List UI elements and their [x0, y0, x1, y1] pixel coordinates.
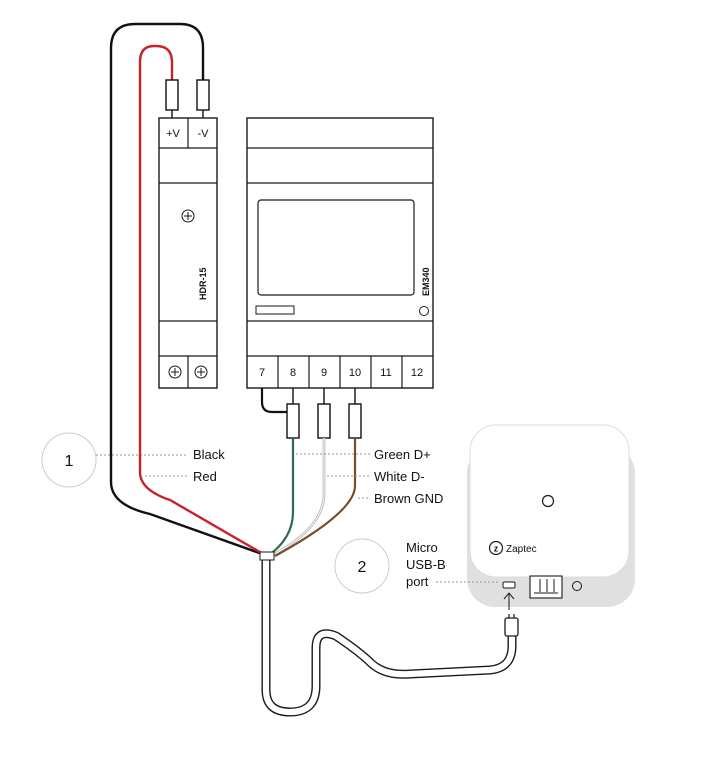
label-green-d-plus: Green D+	[374, 447, 431, 462]
zaptec-device: z Zaptec	[467, 424, 635, 607]
meter-display	[257, 199, 415, 296]
power-supply-hdr15: +V -V HDR-15	[158, 117, 218, 389]
callout-2-number: 2	[358, 559, 367, 576]
meter-indicator-led	[419, 306, 429, 316]
usb-plug-icon	[504, 614, 519, 637]
zaptec-logo-icon: z	[488, 540, 504, 556]
meter-slot	[255, 305, 295, 315]
jumper-wire	[260, 388, 296, 414]
meter-wires: Green D+ White D- Brown GND	[260, 388, 443, 558]
callout-2-circle	[334, 538, 390, 594]
label-black: Black	[193, 447, 225, 462]
plus-circle-icon	[181, 209, 195, 223]
label-white-d-minus: White D-	[374, 469, 425, 484]
label-port: port	[406, 574, 429, 589]
terminal-12: 12	[411, 367, 423, 379]
red-wire	[138, 44, 266, 557]
label-red: Red	[193, 469, 217, 484]
meter-em340: EM340 7 8 9 10 11 12	[246, 117, 434, 389]
zaptec-side-hole	[572, 581, 582, 591]
label-micro: Micro	[406, 540, 438, 555]
ferrule-red	[165, 79, 179, 111]
ferrule-white	[317, 403, 331, 439]
white-wire	[270, 438, 326, 558]
ferrule-black	[196, 79, 210, 111]
plus-circle-icon	[194, 365, 208, 379]
terminal-7: 7	[259, 367, 265, 379]
black-wire	[109, 22, 266, 557]
ferrule-brown	[348, 403, 362, 439]
insert-arrow-icon	[503, 592, 515, 610]
callout-1-number: 1	[65, 453, 74, 470]
meter-model-label: EM340	[421, 267, 431, 296]
terminal-11: 11	[380, 367, 391, 379]
terminal-9: 9	[321, 367, 327, 379]
ferrule-green	[286, 403, 300, 439]
psu-pos-label: +V	[166, 128, 180, 140]
callout-2: 2 Micro USB-B port	[334, 538, 500, 594]
green-wire	[267, 438, 295, 557]
micro-usb-port-icon[interactable]	[502, 581, 516, 589]
terminal-8: 8	[290, 367, 296, 379]
callout-1: 1 Black Red	[41, 432, 225, 488]
label-usb-b: USB-B	[406, 557, 446, 572]
zaptec-terminal-block	[529, 575, 563, 599]
psu-model-label: HDR-15	[198, 267, 208, 300]
zaptec-status-led	[541, 494, 555, 508]
zaptec-brand-label: Zaptec	[506, 544, 537, 555]
usb-cable	[259, 551, 517, 717]
label-brown-gnd: Brown GND	[374, 491, 443, 506]
brown-wire	[274, 438, 357, 557]
plus-circle-icon	[168, 365, 182, 379]
psu-neg-label: -V	[198, 128, 210, 140]
zaptec-logo-letter: z	[494, 544, 499, 554]
psu-body	[158, 117, 218, 389]
cable-splice	[259, 551, 275, 561]
callout-1-circle	[41, 432, 97, 488]
psu-wires	[109, 22, 266, 557]
terminal-10: 10	[349, 367, 361, 379]
